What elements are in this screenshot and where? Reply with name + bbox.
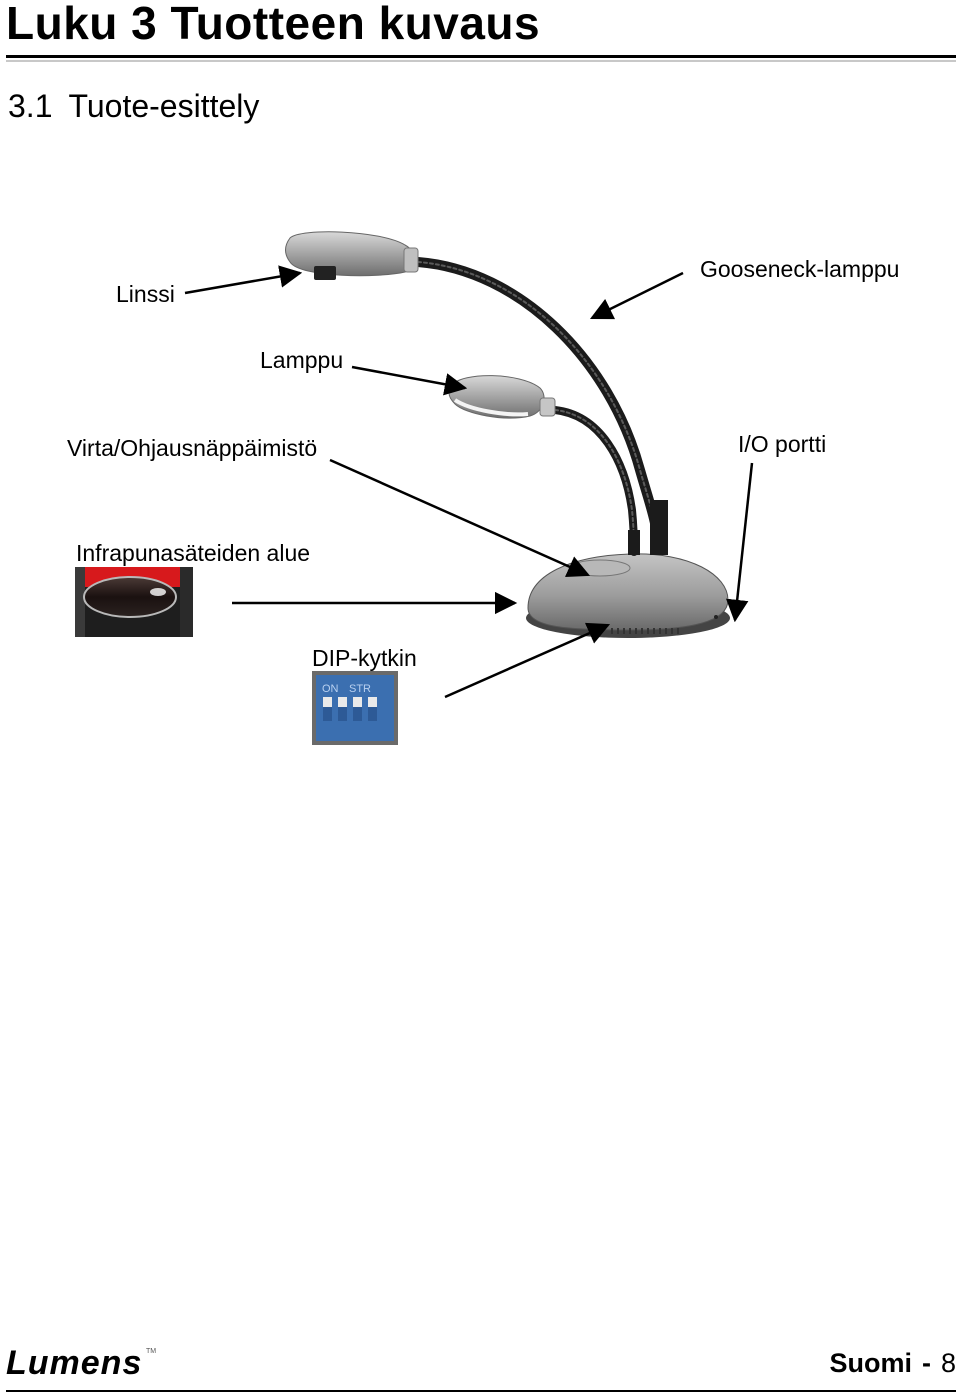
label-dip-switch: DIP-kytkin [312, 645, 417, 671]
section-number: 3.1 [8, 88, 53, 124]
section-heading: Tuote-esittely [68, 88, 260, 124]
footer-language: Suomi [829, 1348, 912, 1378]
gooseneck-arms [413, 257, 668, 556]
arrow-lens [184, 265, 303, 295]
logo-trademark: TM [146, 1348, 157, 1355]
vent-grille [611, 628, 679, 634]
ir-area-photo [75, 567, 193, 637]
label-lamp: Lamppu [260, 347, 344, 373]
label-lens: Linssi [116, 281, 175, 307]
dip-switch-photo: ON STR [312, 671, 398, 745]
page-number: 8 [940, 1348, 956, 1378]
section-title: 3.1 Tuote-esittely [8, 88, 259, 125]
lamp-head [448, 375, 556, 419]
label-ir-area: Infrapunasäteiden alue [76, 540, 311, 566]
arrow-keypad [329, 458, 591, 578]
callout-arrows [184, 265, 754, 699]
product-diagram: ON STR [75, 231, 754, 745]
dip-str-label: STR [349, 683, 371, 695]
page-footer: Suomi-8 [829, 1348, 956, 1379]
arrow-io-port [725, 462, 754, 623]
device-base [526, 553, 730, 638]
chapter-title: Luku 3 Tuotteen kuvaus [6, 0, 541, 49]
arrow-gooseneck [589, 271, 684, 320]
header-divider-shadow [6, 60, 956, 62]
camera-head [285, 231, 419, 280]
footer-divider [6, 1390, 956, 1392]
label-io-port: I/O portti [738, 431, 827, 457]
arrow-dip-switch [444, 622, 611, 699]
lens-icon [314, 266, 336, 280]
footer-separator: - [921, 1348, 931, 1378]
label-keypad: Virta/Ohjausnäppäimistö [67, 435, 318, 461]
arrow-lamp [351, 365, 468, 396]
label-gooseneck: Gooseneck-lamppu [700, 256, 900, 282]
dip-on-label: ON [322, 683, 339, 695]
lumens-logo: Lumens [6, 1344, 143, 1382]
header-divider [6, 55, 956, 58]
